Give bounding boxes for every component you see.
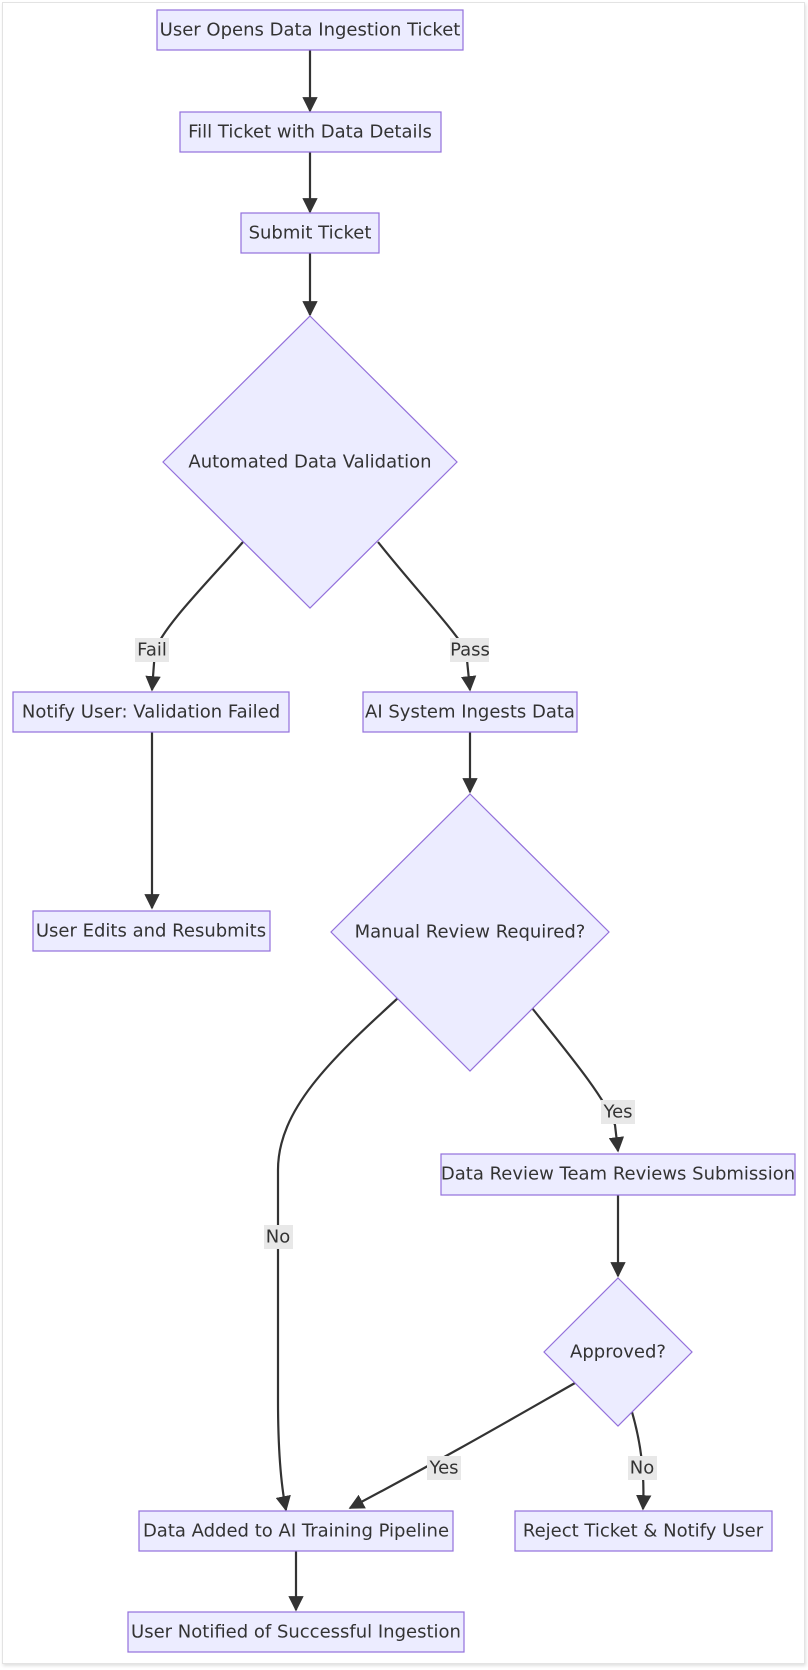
node-label: Fill Ticket with Data Details bbox=[188, 122, 432, 143]
node-label: Reject Ticket & Notify User bbox=[523, 1521, 764, 1542]
node-reject-ticket: Reject Ticket & Notify User bbox=[514, 1510, 773, 1552]
node-user-edits-resubmits: User Edits and Resubmits bbox=[32, 910, 271, 952]
edge-label-manual-no: No bbox=[266, 1227, 290, 1248]
edge-label-fail: Fail bbox=[137, 640, 167, 661]
node-label: Automated Data Validation bbox=[188, 452, 431, 473]
node-user-opens-ticket: User Opens Data Ingestion Ticket bbox=[156, 9, 464, 51]
node-label: User Opens Data Ingestion Ticket bbox=[160, 20, 461, 41]
node-ai-ingests-data: AI System Ingests Data bbox=[362, 691, 578, 733]
node-user-notified-success: User Notified of Successful Ingestion bbox=[127, 1611, 465, 1653]
node-review-team: Data Review Team Reviews Submission bbox=[440, 1153, 796, 1196]
edge-manual-yes bbox=[531, 1007, 625, 1153]
decision-approved: Approved? bbox=[543, 1277, 693, 1427]
edges bbox=[144, 50, 652, 1612]
decision-manual-review: Manual Review Required? bbox=[330, 793, 610, 1072]
edge-validation-pass bbox=[377, 541, 477, 692]
edge-label-approved-yes: Yes bbox=[428, 1458, 458, 1479]
node-label: Data Review Team Reviews Submission bbox=[441, 1164, 795, 1185]
edge-label-pass: Pass bbox=[450, 640, 490, 661]
edge-labels: Fail Pass Yes No Yes No bbox=[135, 638, 657, 1480]
edge-label-manual-yes: Yes bbox=[602, 1102, 632, 1123]
node-data-added-pipeline: Data Added to AI Training Pipeline bbox=[138, 1510, 454, 1552]
node-notify-validation-failed: Notify User: Validation Failed bbox=[12, 691, 290, 733]
node-label: AI System Ingests Data bbox=[365, 702, 575, 723]
node-label: Data Added to AI Training Pipeline bbox=[143, 1521, 449, 1542]
node-fill-ticket: Fill Ticket with Data Details bbox=[179, 111, 442, 153]
node-label: User Edits and Resubmits bbox=[36, 921, 266, 942]
edge-validation-fail bbox=[145, 541, 244, 692]
node-label: Submit Ticket bbox=[249, 223, 372, 244]
node-label: Manual Review Required? bbox=[355, 922, 586, 943]
nodes: User Opens Data Ingestion Ticket Fill Ti… bbox=[12, 9, 796, 1653]
decision-automated-validation: Automated Data Validation bbox=[162, 315, 458, 609]
node-label: User Notified of Successful Ingestion bbox=[131, 1622, 461, 1643]
edge-manual-no bbox=[275, 997, 399, 1512]
node-label: Approved? bbox=[570, 1342, 666, 1363]
edge-label-approved-no: No bbox=[630, 1458, 654, 1479]
edge-approved-yes bbox=[348, 1382, 576, 1509]
node-label: Notify User: Validation Failed bbox=[22, 702, 280, 723]
node-submit-ticket: Submit Ticket bbox=[240, 212, 380, 254]
